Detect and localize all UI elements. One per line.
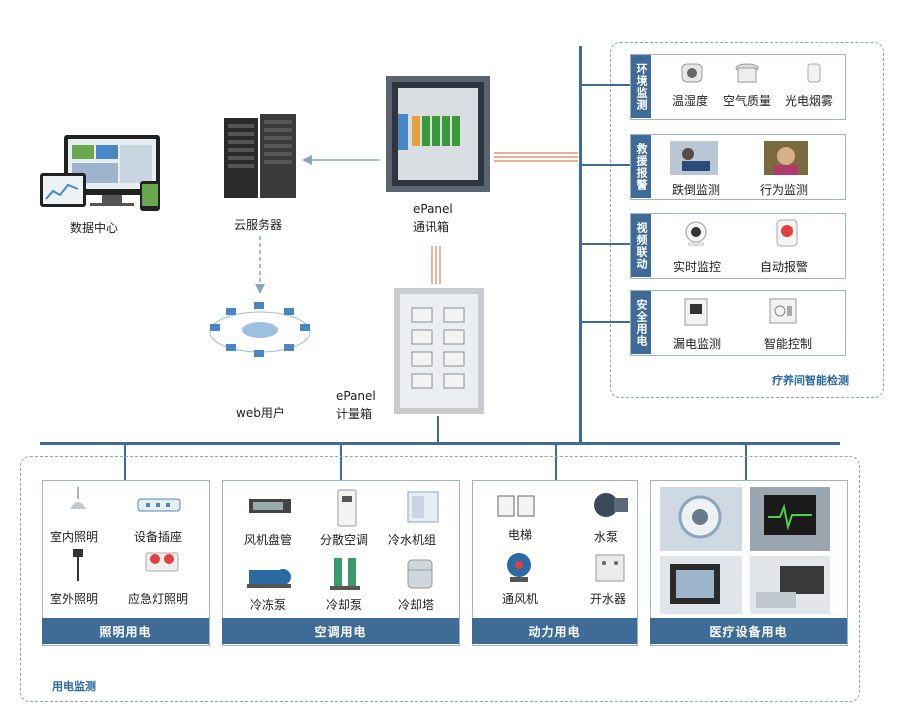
right-branch-2 xyxy=(581,164,631,166)
env-item-1: 温湿度 xyxy=(672,94,709,108)
lighting-group-title: 照明用电 xyxy=(42,618,209,644)
web-users-illustration xyxy=(206,300,314,360)
bus-drop-3 xyxy=(555,444,557,480)
power-item-1: 电梯 xyxy=(508,528,533,542)
chilled-pump-icon xyxy=(247,569,291,588)
safe-power-tab: 安全用电 xyxy=(631,291,651,354)
smoke-sensor-icon xyxy=(807,63,821,83)
fall-detection-photo-icon xyxy=(670,141,718,175)
indoor-lamp-icon xyxy=(70,487,86,509)
socket-strip-icon xyxy=(137,498,181,512)
power-item-4: 开水器 xyxy=(590,592,627,606)
air-quality-sensor-icon xyxy=(735,63,759,83)
comm-box-illustration xyxy=(384,74,492,194)
hvac-item-2: 分散空调 xyxy=(320,533,369,547)
video-link-group xyxy=(630,213,846,279)
emergency-light-icon xyxy=(145,552,179,572)
right-branch-3 xyxy=(581,243,631,245)
right-panel-frame xyxy=(610,42,884,398)
cloud-server-illustration xyxy=(220,112,300,202)
right-panel-title: 疗养间智能检测 xyxy=(772,374,849,387)
comm-box-label-1: ePanel xyxy=(413,202,453,216)
camera-icon xyxy=(685,221,707,246)
datacenter-label: 数据中心 xyxy=(70,221,119,235)
ultrasound-photo-icon xyxy=(750,556,830,614)
env-item-2: 空气质量 xyxy=(723,94,772,108)
safe-item-1: 漏电监测 xyxy=(673,337,722,351)
hvac-item-4: 冷冻泵 xyxy=(250,598,287,612)
ct-scanner-photo-icon xyxy=(660,487,742,551)
power-group-title: 动力用电 xyxy=(472,618,637,644)
arrow-to-web xyxy=(255,236,265,294)
lighting-item-2: 设备插座 xyxy=(134,530,183,544)
smart-switch-icon xyxy=(769,298,797,324)
bus-drop-4 xyxy=(745,444,747,480)
water-boiler-icon xyxy=(595,554,625,582)
right-branch-1 xyxy=(581,84,631,86)
water-pump-icon xyxy=(594,493,628,517)
medical-group-title: 医疗设备用电 xyxy=(650,618,847,644)
video-item-1: 实时监控 xyxy=(673,260,722,274)
rescue-alarm-group xyxy=(630,134,846,200)
meter-box-label-2: 计量箱 xyxy=(336,407,373,421)
web-users-label: web用户 xyxy=(236,406,285,420)
bottom-panel-frame xyxy=(20,456,860,702)
rescue-alarm-tab: 救援报警 xyxy=(631,135,651,198)
elevator-icon xyxy=(497,495,535,517)
video-item-2: 自动报警 xyxy=(760,260,809,274)
meter-feed-line xyxy=(431,246,441,284)
hvac-item-3: 冷水机组 xyxy=(388,533,437,547)
hvac-group-title: 空调用电 xyxy=(222,618,459,644)
lighting-item-3: 室外照明 xyxy=(50,592,99,606)
xray-photo-icon xyxy=(660,556,742,614)
power-item-3: 通风机 xyxy=(502,592,539,606)
rescue-item-1: 跌倒监测 xyxy=(672,183,721,197)
safe-item-2: 智能控制 xyxy=(764,337,813,351)
right-branch-4 xyxy=(581,321,631,323)
outdoor-lamp-icon xyxy=(73,549,83,581)
behavior-monitor-photo-icon xyxy=(764,141,808,175)
datacenter-illustration xyxy=(38,133,166,215)
alarm-button-icon xyxy=(776,219,798,247)
hvac-item-5: 冷却泵 xyxy=(326,598,363,612)
patient-monitor-photo-icon xyxy=(750,487,830,551)
meter-to-bus xyxy=(437,416,439,442)
comm-feed-line xyxy=(494,152,578,162)
lighting-item-4: 应急灯照明 xyxy=(128,592,189,606)
meter-box-illustration xyxy=(392,286,486,416)
hvac-item-1: 风机盘管 xyxy=(244,533,293,547)
cooling-tower-icon xyxy=(407,559,433,589)
chiller-icon xyxy=(407,491,439,523)
cloud-server-label: 云服务器 xyxy=(234,218,283,232)
bus-drop-2 xyxy=(340,444,342,480)
safe-power-group xyxy=(630,290,846,356)
hvac-item-6: 冷却塔 xyxy=(398,598,435,612)
video-link-tab: 视频联动 xyxy=(631,214,651,277)
power-item-2: 水泵 xyxy=(594,530,619,544)
humidity-sensor-icon xyxy=(681,63,703,83)
bus-drop-1 xyxy=(124,444,126,480)
main-horizontal-bus xyxy=(40,442,840,445)
meter-box-label-1: ePanel xyxy=(336,389,376,403)
env-item-3: 光电烟雾 xyxy=(785,94,834,108)
leakage-meter-icon xyxy=(684,298,708,326)
rescue-item-2: 行为监测 xyxy=(760,183,809,197)
lighting-item-1: 室内照明 xyxy=(50,530,99,544)
arrow-to-server xyxy=(302,155,380,165)
split-ac-icon xyxy=(337,489,357,527)
right-vertical-bus xyxy=(579,46,582,444)
env-monitor-tab: 环境监测 xyxy=(631,55,651,118)
ventilator-icon xyxy=(507,553,531,582)
comm-box-label-2: 通讯箱 xyxy=(413,220,450,234)
fan-coil-icon xyxy=(249,499,291,513)
bottom-panel-title: 用电监测 xyxy=(52,680,96,693)
cooling-pump-icon xyxy=(330,558,360,590)
